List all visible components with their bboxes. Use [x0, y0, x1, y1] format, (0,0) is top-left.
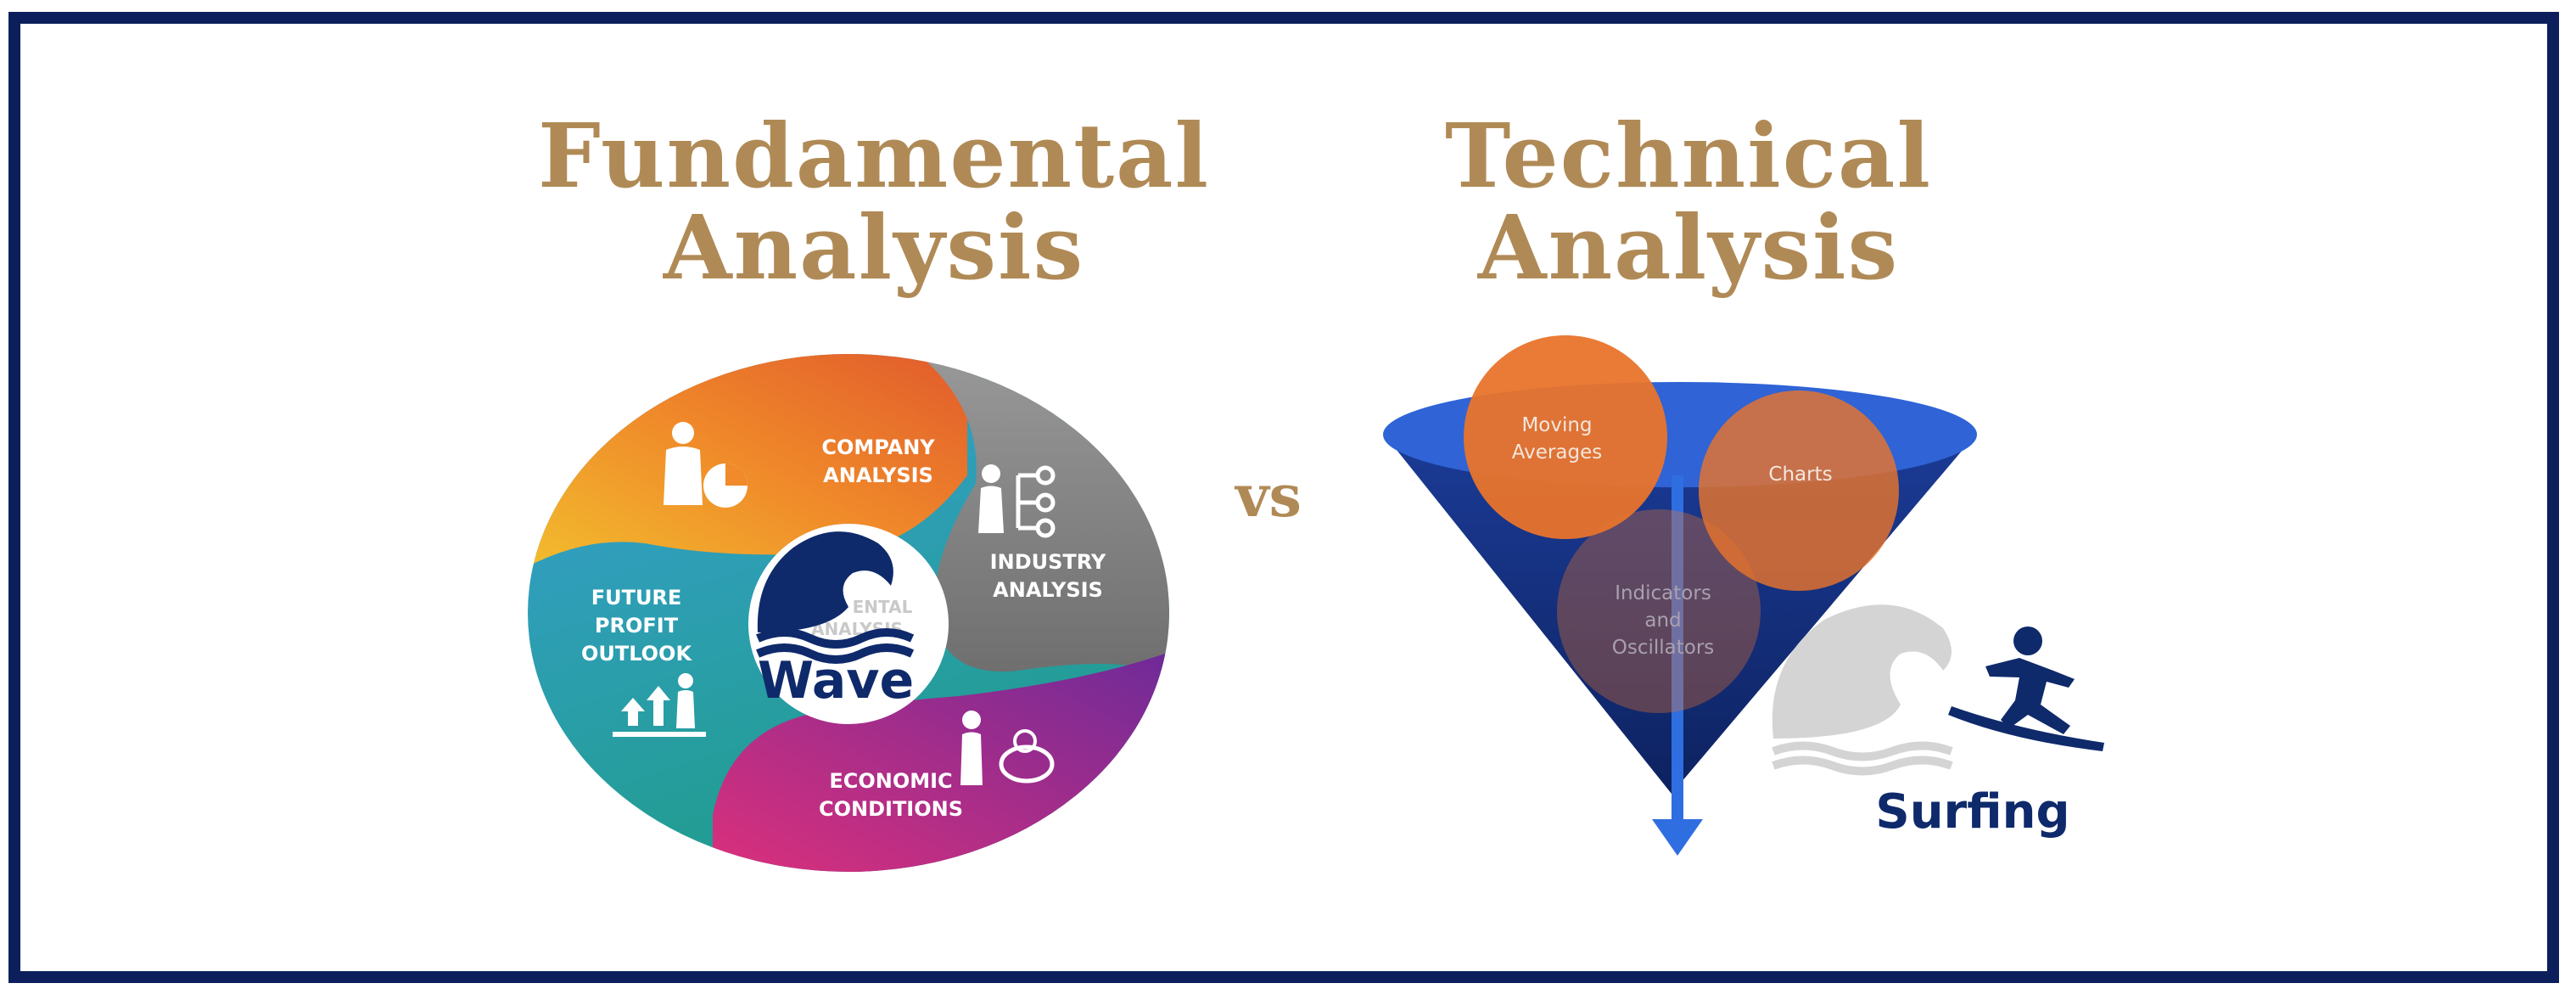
- funnel-arrow-shaft: [1672, 475, 1683, 823]
- wave-logo-icon: [755, 531, 915, 664]
- indicators-label-3: Oscillators: [1612, 637, 1715, 659]
- future-label-2: PROFIT: [595, 614, 679, 638]
- industry-label-2: ANALYSIS: [993, 578, 1103, 602]
- future-label-1: FUTURE: [591, 586, 682, 610]
- future-label-3: OUTLOOK: [581, 642, 693, 666]
- surfing-label: Surfing: [1875, 784, 2069, 840]
- businessman-pie-chart-icon: [664, 422, 748, 508]
- technical-funnel: Moving Averages Charts Indicators and Os…: [1383, 335, 2104, 856]
- moving-averages-label-1: Moving: [1521, 414, 1592, 436]
- technical-title-line2: Analysis: [1477, 195, 1900, 300]
- piggy-bank-icon: [960, 711, 1055, 785]
- surfer-icon: [1772, 604, 2104, 776]
- company-label-1: COMPANY: [821, 435, 935, 459]
- vs-label: vs: [1235, 463, 1302, 531]
- indicators-label-1: Indicators: [1615, 582, 1711, 604]
- charts-label: Charts: [1768, 463, 1832, 486]
- wave-label: Wave: [758, 651, 914, 711]
- indicators-label-2: and: [1644, 610, 1681, 632]
- funnel-arrow-head: [1652, 819, 1703, 856]
- fundamental-title: Fundamental Analysis: [509, 110, 1239, 294]
- company-label-2: ANALYSIS: [823, 463, 933, 487]
- moving-averages-circle: [1464, 335, 1667, 539]
- outer-frame: [8, 12, 2559, 983]
- industry-label-1: INDUSTRY: [990, 550, 1106, 574]
- fundamental-title-line2: Analysis: [663, 195, 1085, 300]
- charts-circle: [1699, 390, 1899, 591]
- center-faded-text-1: ENTAL: [853, 597, 913, 617]
- indicators-circle: [1557, 509, 1761, 713]
- fundamental-title-line1: Fundamental: [537, 104, 1211, 208]
- technical-title-line1: Technical: [1445, 104, 1932, 208]
- economic-label-1: ECONOMIC: [829, 769, 952, 793]
- moving-averages-label-2: Averages: [1512, 441, 1602, 463]
- economic-label-2: CONDITIONS: [819, 797, 963, 821]
- growth-arrows-icon: [613, 673, 706, 737]
- technical-title: Technical Analysis: [1332, 110, 2045, 294]
- fundamental-wheel: ENTAL ANALYSIS Wave COMPANY ANALYSIS IND…: [528, 354, 1169, 872]
- org-hierarchy-icon: [978, 464, 1056, 538]
